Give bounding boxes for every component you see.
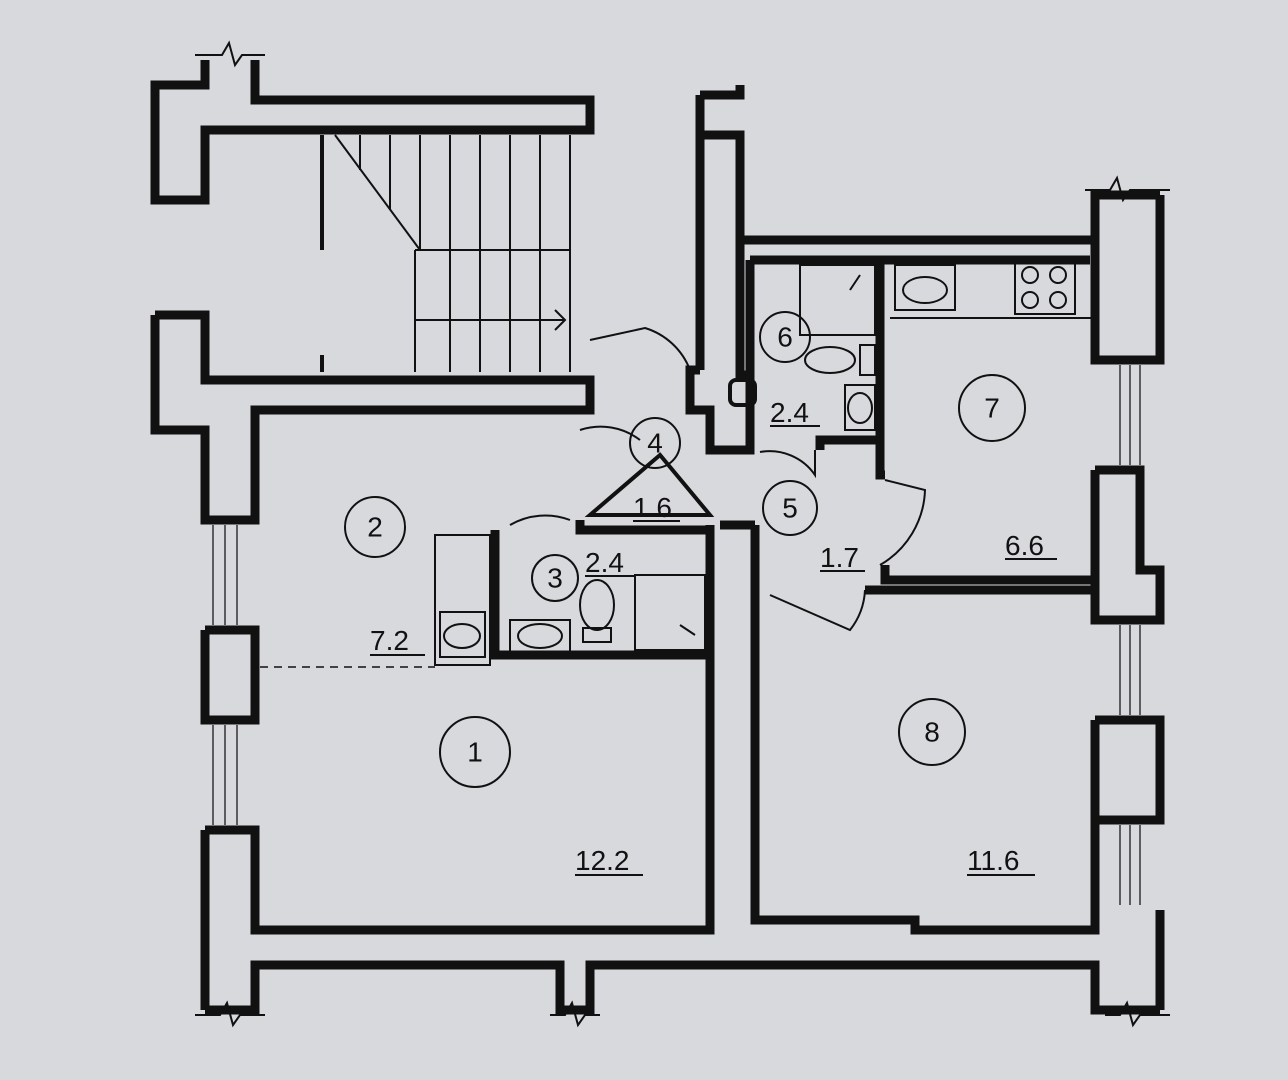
area-labels: 12.2 7.2 2.4 1.6 1.7 2.4 6.6 11.6 xyxy=(370,397,1057,876)
doors xyxy=(509,326,927,632)
room-id: 5 xyxy=(782,493,798,524)
break-marks xyxy=(195,40,1170,1028)
room-number-3: 3 xyxy=(531,554,579,602)
room-number-1: 1 xyxy=(439,716,511,788)
room-id: 3 xyxy=(547,563,563,594)
room-id: 6 xyxy=(777,322,793,353)
room-number-4: 4 xyxy=(629,417,681,469)
room-number-6: 6 xyxy=(759,311,811,363)
room-number-8: 8 xyxy=(898,698,966,766)
room-id: 7 xyxy=(984,393,1000,424)
room-number-5: 5 xyxy=(762,480,818,536)
room-area-3: 2.4 xyxy=(585,547,624,578)
fixtures xyxy=(260,261,1092,668)
walls xyxy=(150,60,1165,1015)
room-area-2: 7.2 xyxy=(370,625,409,656)
room-area-1: 12.2 xyxy=(575,845,630,876)
room-area-6: 2.4 xyxy=(770,397,809,428)
staircase xyxy=(320,134,571,372)
room-id: 8 xyxy=(924,717,940,748)
room-id: 1 xyxy=(467,737,483,768)
room-area-4: 1.6 xyxy=(633,492,672,523)
room-area-5: 1.7 xyxy=(820,542,859,573)
windows xyxy=(212,365,1141,905)
room-id: 2 xyxy=(367,512,383,543)
room-number-7: 7 xyxy=(958,374,1026,442)
room-id: 4 xyxy=(647,428,663,459)
room-area-8: 11.6 xyxy=(967,845,1019,876)
room-area-7: 6.6 xyxy=(1005,530,1044,561)
room-number-2: 2 xyxy=(344,496,406,558)
